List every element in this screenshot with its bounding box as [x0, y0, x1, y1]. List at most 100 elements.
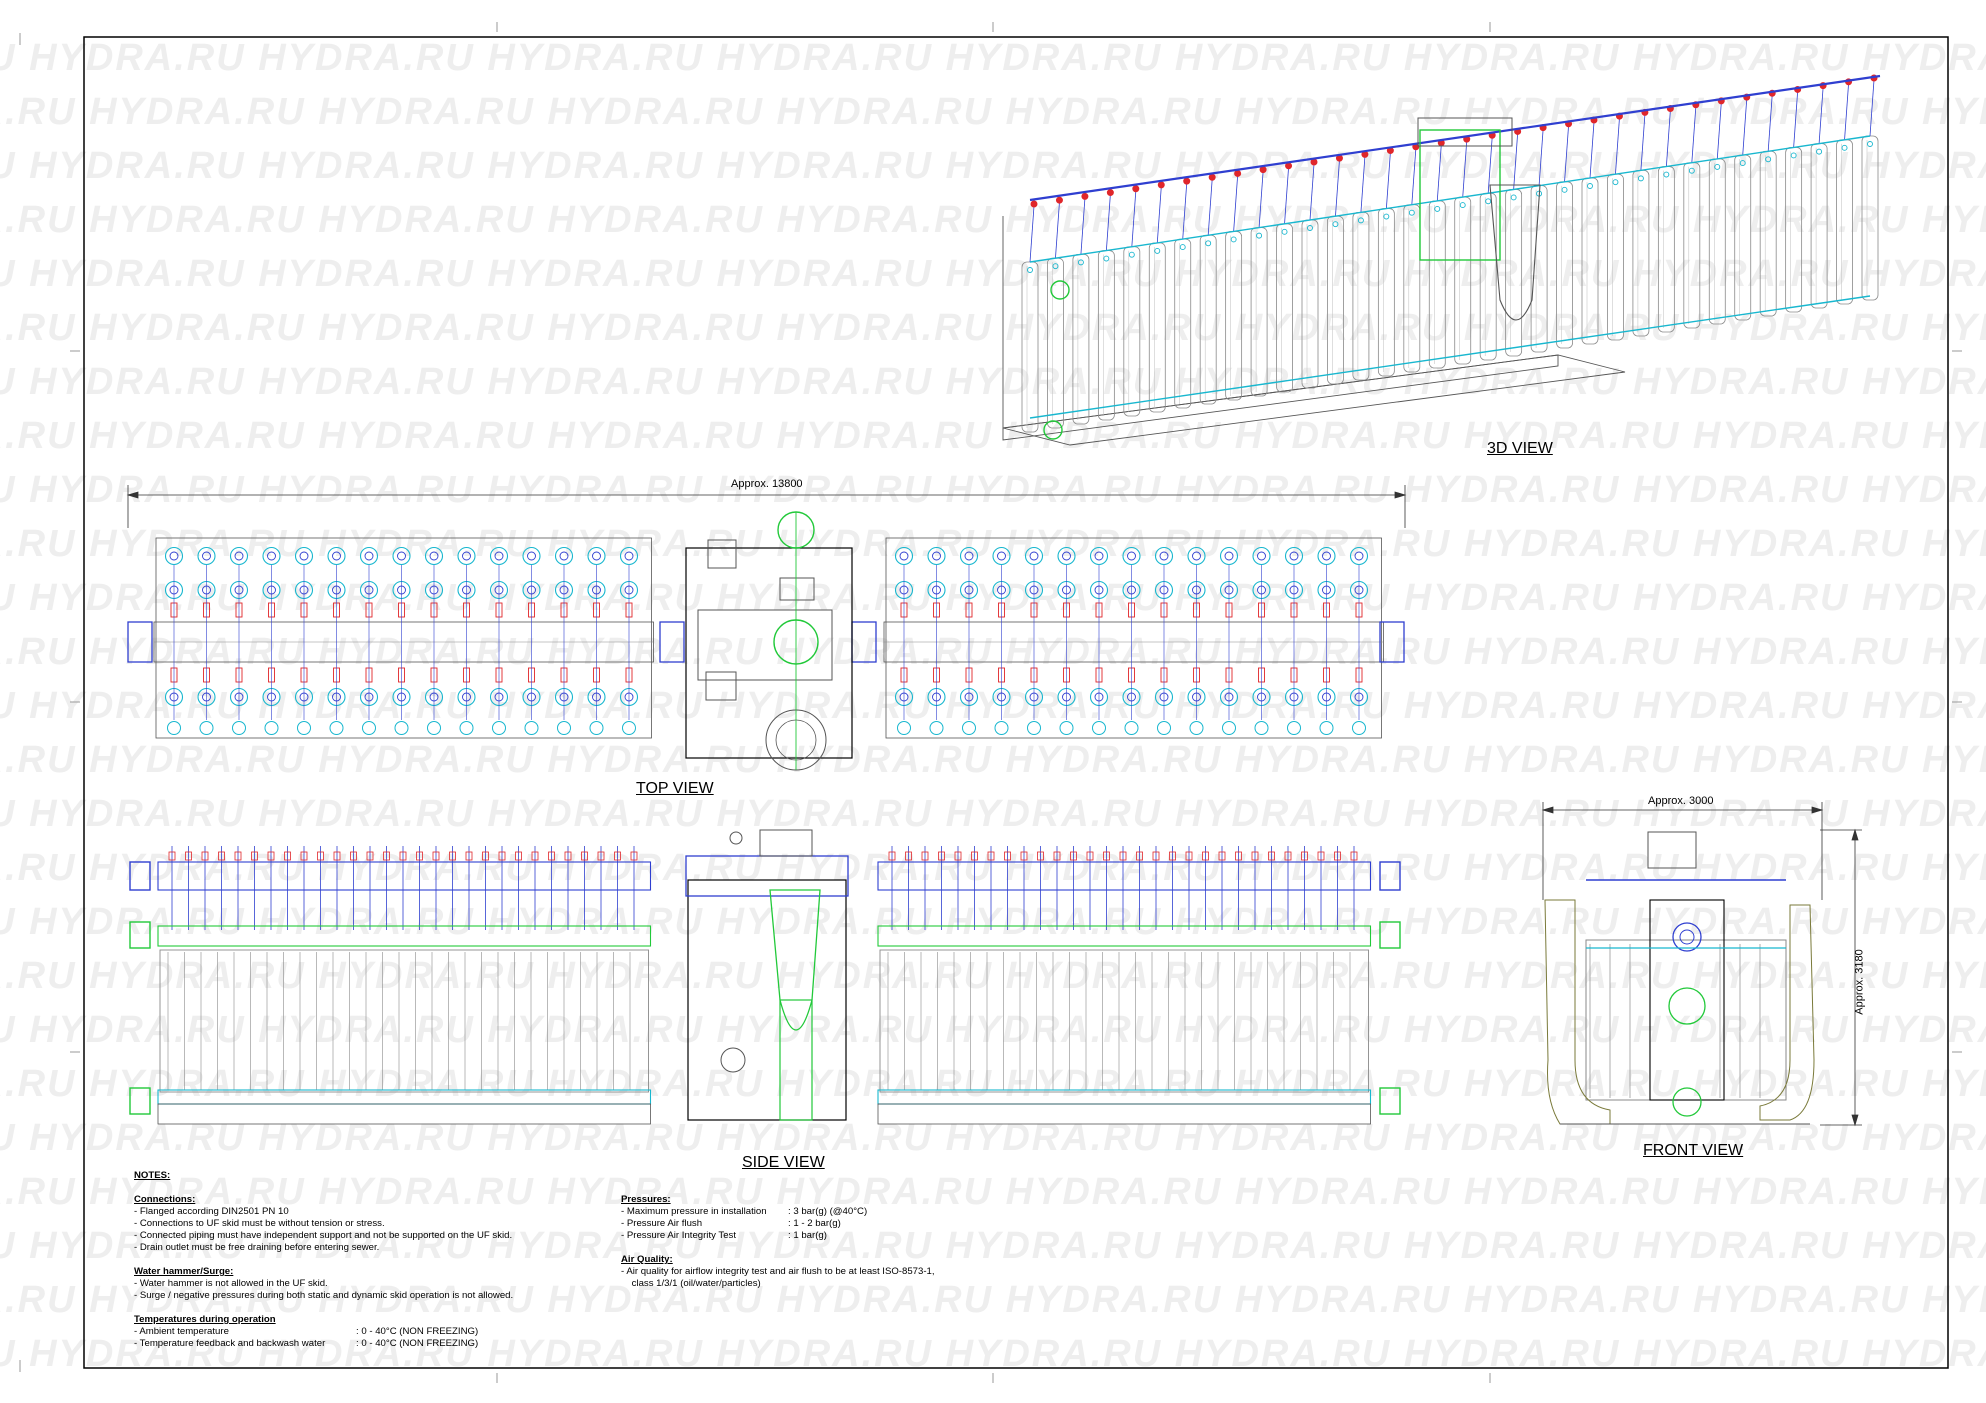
valve [971, 851, 978, 861]
mid-header [157, 925, 652, 947]
module-top [554, 546, 574, 566]
module-riser [1640, 114, 1646, 171]
module-bottom [1027, 721, 1041, 735]
module-riser [1105, 194, 1111, 251]
module-riser [1411, 148, 1417, 205]
watermark-text: HYDRA.RU HYDRA.RU HYDRA.RU HYDRA.RU HYDR… [0, 91, 1986, 133]
air-quality-item: - Air quality for airflow integrity test… [621, 1266, 935, 1277]
valve [1350, 851, 1358, 861]
vent [729, 831, 743, 845]
module-top [197, 546, 216, 566]
module-port [527, 551, 536, 561]
module-top [327, 546, 346, 566]
valve [1053, 851, 1061, 861]
module-riser [1615, 118, 1620, 175]
module-port [1159, 551, 1169, 561]
module-top [457, 546, 476, 566]
watermark-text: HYDRA.RU HYDRA.RU HYDRA.RU HYDRA.RU HYDR… [0, 37, 1986, 79]
valve [1136, 851, 1143, 861]
valve [465, 851, 473, 861]
module-top [294, 546, 314, 566]
pressure-value: : 1 bar(g) [788, 1230, 827, 1241]
drain-nozzle [1043, 420, 1063, 440]
module-top [587, 546, 606, 566]
end-cap [129, 921, 151, 949]
valve [581, 851, 588, 861]
module-top [164, 546, 184, 566]
module-port [1224, 551, 1234, 561]
actuator [779, 577, 815, 601]
valve [1070, 851, 1077, 861]
dimension-length [126, 485, 1407, 528]
module-port [1354, 551, 1364, 561]
watermark-text: HYDRA.RU HYDRA.RU HYDRA.RU HYDRA.RU HYDR… [0, 955, 1986, 997]
valve [432, 851, 440, 861]
module-riser [1207, 179, 1213, 236]
valve [284, 851, 291, 861]
watermark-text: HYDRA.RU HYDRA.RU HYDRA.RU HYDRA.RU HYDR… [0, 415, 1986, 457]
module-top [1187, 546, 1206, 566]
actuator [707, 539, 737, 569]
valve [1208, 173, 1216, 181]
valve [597, 851, 605, 861]
connections-item: - Connected piping must have independent… [134, 1230, 513, 1241]
valve [938, 851, 945, 861]
module-riser [1284, 167, 1289, 224]
port-cyan [1688, 167, 1695, 174]
module-riser [1589, 121, 1595, 179]
valve [218, 851, 225, 861]
module-riser [1309, 163, 1315, 221]
module-bottom [427, 721, 441, 735]
port-cyan [1790, 152, 1797, 159]
valve [1284, 851, 1292, 861]
valve [1086, 851, 1094, 861]
top-port [1672, 922, 1702, 952]
module-riser [1742, 99, 1748, 156]
module-top [992, 546, 1011, 566]
valve [399, 851, 407, 861]
port-cyan [1077, 259, 1084, 266]
module-bottom [1319, 721, 1334, 735]
port-cyan [1637, 175, 1644, 182]
watermark-text: HYDRA.RU HYDRA.RU HYDRA.RU HYDRA.RU HYDR… [0, 1225, 1986, 1267]
valve [564, 851, 572, 861]
membrane-module [1327, 215, 1344, 385]
manifold-body [697, 609, 833, 681]
skid-frame [885, 537, 1382, 739]
module-bottom [962, 721, 976, 735]
central-manifold [1419, 129, 1501, 261]
valve [1119, 851, 1127, 861]
valve [1218, 851, 1226, 861]
valve [630, 851, 638, 861]
module-bottom [297, 721, 311, 735]
connections-item: - Drain outlet must be free draining bef… [134, 1242, 380, 1253]
module-port [494, 551, 504, 561]
module-bottom [1254, 721, 1269, 735]
module-port [267, 551, 276, 561]
module-port [1127, 551, 1136, 561]
valve [1103, 851, 1110, 861]
connections-item: - Connections to UF skid must be without… [134, 1218, 385, 1229]
valve [333, 851, 341, 861]
module-riser [1564, 125, 1569, 182]
air-quality-item: class 1/3/1 (oil/water/particles) [621, 1278, 761, 1289]
port-cyan [1281, 228, 1288, 235]
module-top [894, 546, 914, 566]
actuator [705, 671, 737, 701]
water-hammer-item: - Water hammer is not allowed in the UF … [134, 1278, 328, 1289]
pressure-value: : 1 - 2 bar(g) [788, 1218, 841, 1229]
module-riser [1385, 152, 1391, 209]
valve [954, 851, 962, 861]
port-cyan [1561, 186, 1568, 193]
skid-frame [155, 537, 652, 739]
watermark-text: HYDRA.RU HYDRA.RU HYDRA.RU HYDRA.RU HYDR… [0, 253, 1986, 295]
valve [366, 851, 374, 861]
actuator [759, 829, 813, 857]
module-riser [1462, 141, 1468, 198]
valve [888, 851, 896, 861]
height-dimension-label: Approx. 3180 [1853, 949, 1866, 1015]
watermark-text: HYDRA.RU HYDRA.RU HYDRA.RU HYDRA.RU HYDR… [0, 1279, 1986, 1321]
end-flange [659, 621, 685, 663]
valve [987, 851, 995, 861]
module-riser [1691, 106, 1697, 163]
